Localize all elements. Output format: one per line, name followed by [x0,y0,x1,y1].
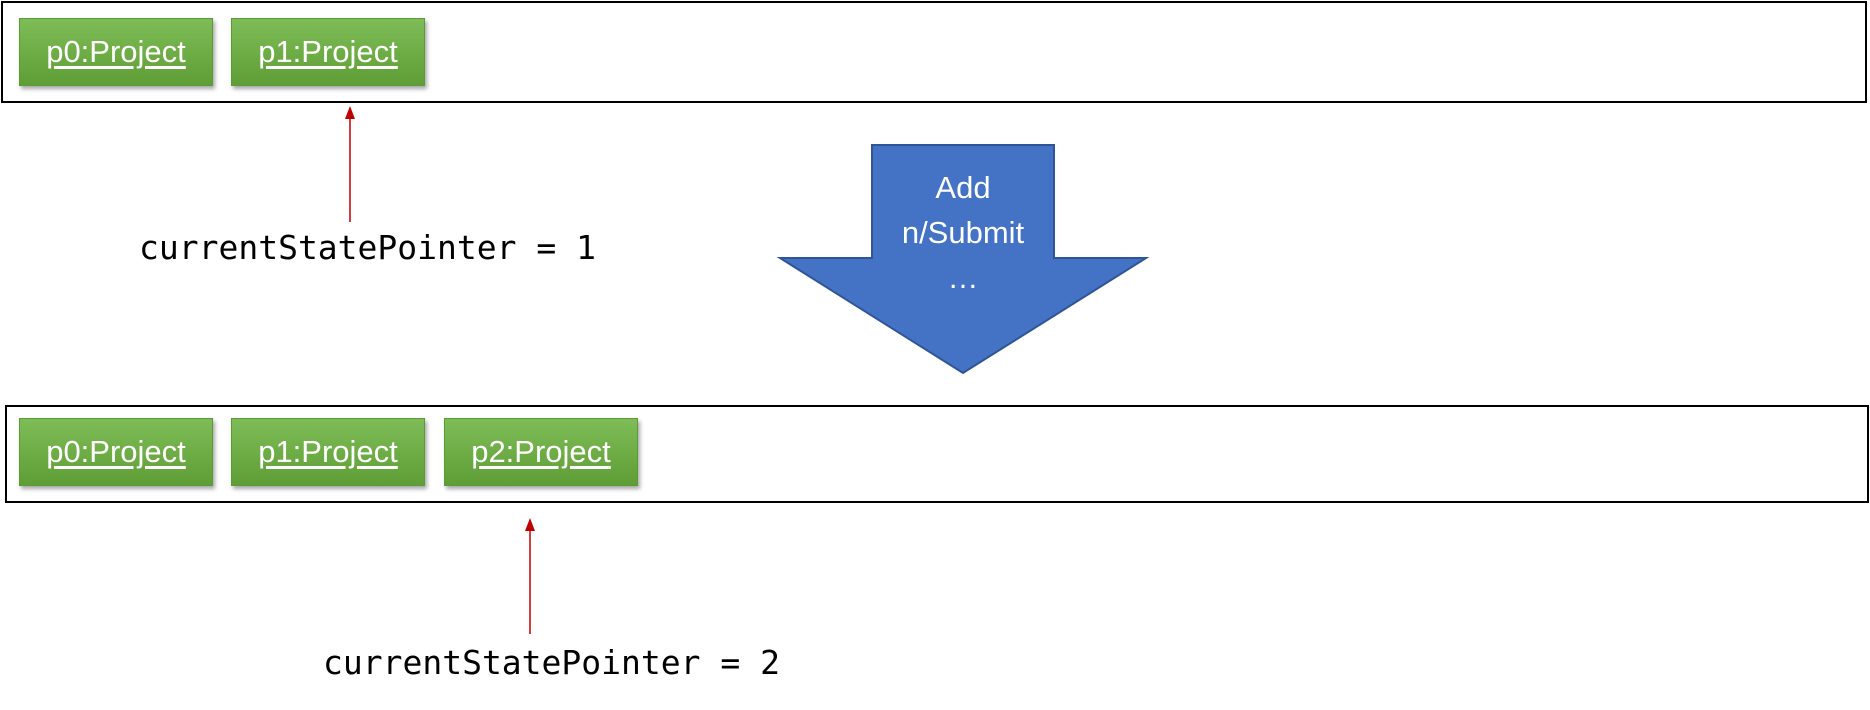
command-line-1: Add [935,170,991,205]
command-line-2: n/Submit [901,215,1025,250]
project-p0-after[interactable]: p0:Project [19,418,213,486]
project-p0-before[interactable]: p0:Project [19,18,213,86]
command-arrow [776,144,1150,375]
pointer-arrowhead-before [345,106,355,119]
current-state-pointer-label-before: currentStatePointer = 1 [139,228,596,267]
current-state-pointer-label-after: currentStatePointer = 2 [323,643,780,682]
command-label: Add n/Submit … [872,165,1054,300]
pointer-arrowhead-after [525,518,535,531]
project-p2-after[interactable]: p2:Project [444,418,638,486]
command-line-3: … [947,260,979,295]
project-p1-before[interactable]: p1:Project [231,18,425,86]
project-p1-after[interactable]: p1:Project [231,418,425,486]
